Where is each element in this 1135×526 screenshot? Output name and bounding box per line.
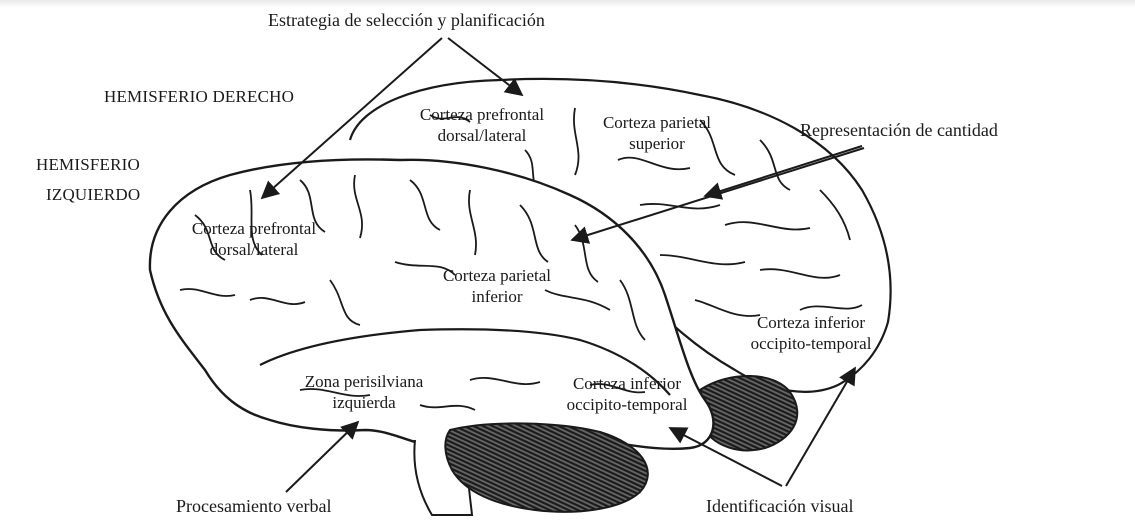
hemisphere-left-label-line1: HEMISFERIO	[36, 155, 141, 174]
region-right-parietal-superior-line2: superior	[629, 134, 685, 153]
hemisphere-left-label-line2: IZQUIERDO	[46, 185, 141, 204]
region-left-occipito-temporal-line1: Corteza inferior	[572, 374, 682, 393]
arrow-visual-to-right-occipito	[785, 366, 856, 487]
region-left-perisylvian-line2: izquierda	[332, 393, 396, 412]
callout-strategy: Estrategia de selección y planificación	[268, 10, 545, 30]
region-right-occipito-temporal-line2: occipito-temporal	[750, 334, 872, 353]
region-right-prefrontal-line2: dorsal/lateral	[437, 126, 527, 145]
region-right-parietal-superior: Corteza parietal superior	[582, 112, 732, 154]
region-left-parietal-inferior: Corteza parietal inferior	[422, 265, 572, 307]
region-left-perisylvian-line1: Zona perisilviana	[304, 372, 424, 391]
region-left-prefrontal: Corteza prefrontal dorsal/lateral	[174, 218, 334, 260]
left-sulci	[179, 174, 646, 411]
hemisphere-right-label: HEMISFERIO DERECHO	[104, 87, 295, 106]
arrow-quantity-to-left-parietal	[570, 147, 865, 244]
region-left-occipito-temporal-line2: occipito-temporal	[566, 395, 688, 414]
arrow-visual-to-left-occipito	[668, 427, 783, 487]
region-left-parietal-inferior-line1: Corteza parietal	[442, 266, 552, 285]
region-left-parietal-inferior-line2: inferior	[471, 287, 523, 306]
callout-verbal: Procesamiento verbal	[176, 496, 332, 516]
arrow-strategy-to-right-prefrontal	[447, 37, 524, 97]
region-right-occipito-temporal-line1: Corteza inferior	[756, 313, 866, 332]
region-left-prefrontal-line2: dorsal/lateral	[209, 240, 299, 259]
region-right-prefrontal: Corteza prefrontal dorsal/lateral	[402, 104, 562, 146]
arrow-verbal-to-perisylvian	[285, 420, 360, 493]
arrow-quantity-to-right-parietal	[703, 145, 863, 200]
right-sulci	[429, 107, 863, 317]
arrow-strategy-to-left-prefrontal	[260, 37, 443, 200]
region-right-prefrontal-line1: Corteza prefrontal	[419, 105, 545, 124]
region-right-parietal-superior-line1: Corteza parietal	[602, 113, 712, 132]
callout-visual: Identificación visual	[706, 496, 854, 516]
region-left-occipito-temporal: Corteza inferior occipito-temporal	[544, 373, 710, 415]
left-cerebellum	[444, 422, 649, 513]
callout-quantity: Representación de cantidad	[800, 120, 998, 140]
region-left-perisylvian: Zona perisilviana izquierda	[284, 371, 444, 413]
region-right-occipito-temporal: Corteza inferior occipito-temporal	[728, 312, 894, 354]
arrows	[260, 37, 865, 493]
region-left-prefrontal-line1: Corteza prefrontal	[191, 219, 317, 238]
sylvian-fissure	[259, 328, 671, 396]
top-shadow	[0, 0, 1135, 8]
